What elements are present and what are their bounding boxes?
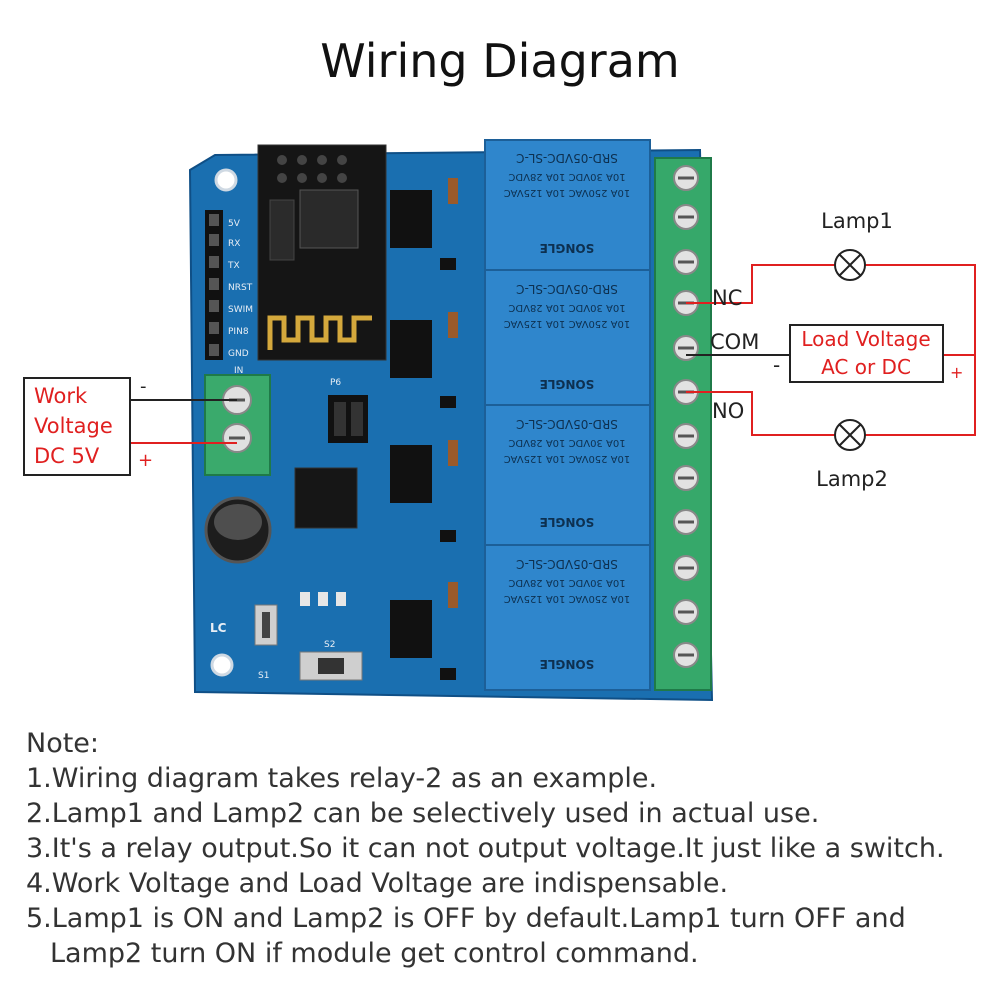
relay-rating-text: 10A 30VDC 10A 28VDC [508,437,625,448]
load-plus-sign: + [950,363,963,382]
status-leds [300,592,346,606]
note-item: 4.Work Voltage and Load Voltage are indi… [26,868,729,899]
mounting-hole [210,653,234,677]
s1-label: S1 [258,671,269,681]
pin-header [205,210,223,360]
s2-label: S2 [324,640,335,650]
mounting-hole [214,168,238,192]
work-voltage-wires [130,399,237,444]
work-minus-sign: - [140,376,147,397]
pin-label: PIN8 [228,327,249,337]
diodes [448,178,458,608]
relay-brand-text: SONGLE [540,657,595,671]
pin-label: SWIM [228,305,253,315]
pin-label: 5V [228,219,241,229]
esp01-wifi-module [257,144,387,361]
lamp1-label: Lamp1 [821,209,893,233]
load-voltage-line2: AC or DC [821,355,911,379]
mcu-chip [294,467,358,529]
work-voltage-line3: DC 5V [34,444,100,468]
relay-1: SRD-05VDC-SL-C 10A 30VDC 10A 28VDC 10A 2… [484,139,651,271]
relay-rating-text: 10A 250VAC 10A 125VAC [504,593,631,604]
relay-rating-text: 10A 250VAC 10A 125VAC [504,453,631,464]
relay-rating-text: 10A 30VDC 10A 28VDC [508,171,625,182]
input-terminal-block [204,374,271,476]
relay-model-text: SRD-05VDC-SL-C [516,151,618,165]
pin-label: TX [227,261,240,271]
note-item: 2.Lamp1 and Lamp2 can be selectively use… [26,798,820,829]
lamp2-label: Lamp2 [816,467,888,491]
optocoupler [390,190,432,658]
load-voltage-box: Load Voltage AC or DC [789,324,944,383]
button-s2 [299,651,363,681]
work-voltage-box: Work Voltage DC 5V [23,377,131,476]
relay-rating-text: 10A 30VDC 10A 28VDC [508,577,625,588]
note-item: 3.It's a relay output.So it can not outp… [26,833,945,864]
lamp1-icon [834,249,866,281]
output-terminal-strip [654,157,712,691]
lamp2-icon [834,419,866,451]
relay-3: SRD-05VDC-SL-C 10A 30VDC 10A 28VDC 10A 2… [484,404,651,546]
page-title: Wiring Diagram [320,34,680,88]
relay-brand-text: SONGLE [540,377,595,391]
work-plus-sign: + [138,450,153,471]
note-item: 5.Lamp1 is ON and Lamp2 is OFF by defaul… [26,903,906,934]
jumper-header [328,395,368,443]
com-label: COM [710,330,759,354]
relay-rating-text: 10A 30VDC 10A 28VDC [508,302,625,313]
notes-section: Note: 1.Wiring diagram takes relay-2 as … [26,726,994,971]
antenna-trace [267,315,372,350]
load-voltage-line1: Load Voltage [801,327,930,351]
notes-heading: Note: [26,728,100,759]
p6-label: P6 [330,378,341,388]
diagram-canvas: 5V RX TX NRST SWIM PIN8 GND [23,139,976,702]
no-label: NO [712,399,744,423]
relay-rating-text: 10A 250VAC 10A 125VAC [504,187,631,198]
work-voltage-line2: Voltage [34,414,113,438]
pin-labels: 5V RX TX NRST SWIM PIN8 GND [227,219,253,359]
lc-label: LC [210,621,227,635]
relay-rating-text: 10A 250VAC 10A 125VAC [504,318,631,329]
button-s1 [254,604,278,646]
electrolytic-capacitor [204,496,272,564]
in-label: IN [234,366,243,376]
pin-label: NRST [228,283,253,293]
pin-label: GND [228,349,249,359]
relay-brand-text: SONGLE [540,241,595,255]
work-voltage-line1: Work [34,384,88,408]
nc-label: NC [712,286,742,310]
relay-model-text: SRD-05VDC-SL-C [516,282,618,296]
transistors [440,258,456,680]
relay-brand-text: SONGLE [540,515,595,529]
load-circuit-wires [686,264,976,436]
relay-model-text: SRD-05VDC-SL-C [516,557,618,571]
relay-4: SRD-05VDC-SL-C 10A 30VDC 10A 28VDC 10A 2… [484,544,651,691]
note-item: 1.Wiring diagram takes relay-2 as an exa… [26,763,658,794]
pin-label: RX [228,239,240,249]
note-item-continued: Lamp2 turn ON if module get control comm… [50,938,699,969]
load-minus-sign: - [773,353,780,377]
relay-2: SRD-05VDC-SL-C 10A 30VDC 10A 28VDC 10A 2… [484,269,651,406]
relay-model-text: SRD-05VDC-SL-C [516,417,618,431]
